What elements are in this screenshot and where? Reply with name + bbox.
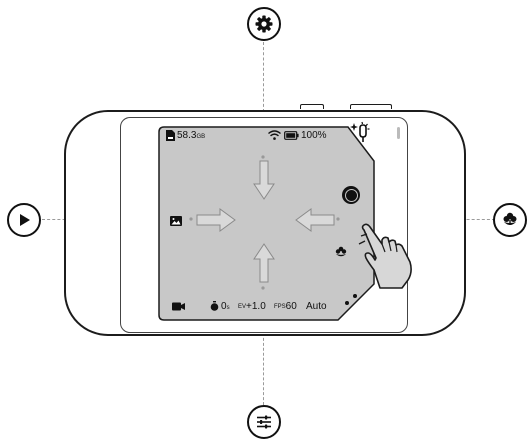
wifi-icon xyxy=(268,130,281,140)
sd-card-icon xyxy=(166,130,175,141)
swipe-left-arrow-icon xyxy=(295,208,335,232)
timer-value: 0s xyxy=(221,302,230,313)
top-guide-line xyxy=(263,42,264,112)
hand-pointer-icon xyxy=(358,222,416,290)
storage-remaining: 58.3GB xyxy=(177,131,205,142)
timer-icon xyxy=(210,301,219,311)
shooting-mode: Auto xyxy=(306,302,327,312)
sparkle-icon[interactable] xyxy=(350,121,372,143)
adjustments-button[interactable] xyxy=(247,405,281,439)
image-icon xyxy=(170,216,182,226)
swipe-up-arrow-icon xyxy=(253,243,275,283)
playback-button[interactable] xyxy=(7,203,41,237)
battery-icon xyxy=(284,131,299,140)
device-side-indicator xyxy=(397,127,400,139)
more-dots-icon[interactable] xyxy=(344,292,360,306)
flower-mode-button[interactable] xyxy=(493,203,527,237)
bottom-guide-line xyxy=(263,333,264,405)
shutter-button[interactable] xyxy=(342,186,360,204)
gear-icon xyxy=(254,14,274,34)
swipe-down-arrow-icon xyxy=(253,160,275,200)
macro-icon[interactable] xyxy=(335,246,347,258)
video-icon xyxy=(172,302,185,311)
device-button-top-right xyxy=(350,104,392,109)
battery-level: 100% xyxy=(301,131,327,141)
shutter-button-icon xyxy=(345,189,358,202)
sliders-icon xyxy=(255,413,273,431)
flower-icon xyxy=(501,211,519,229)
settings-button[interactable] xyxy=(247,7,281,41)
swipe-right-arrow-icon xyxy=(196,208,236,232)
play-icon xyxy=(16,212,32,228)
frame-rate: FPS60 xyxy=(274,302,297,312)
exposure-value: EV+1.0 xyxy=(238,302,266,312)
device-button-top-left xyxy=(300,104,324,109)
